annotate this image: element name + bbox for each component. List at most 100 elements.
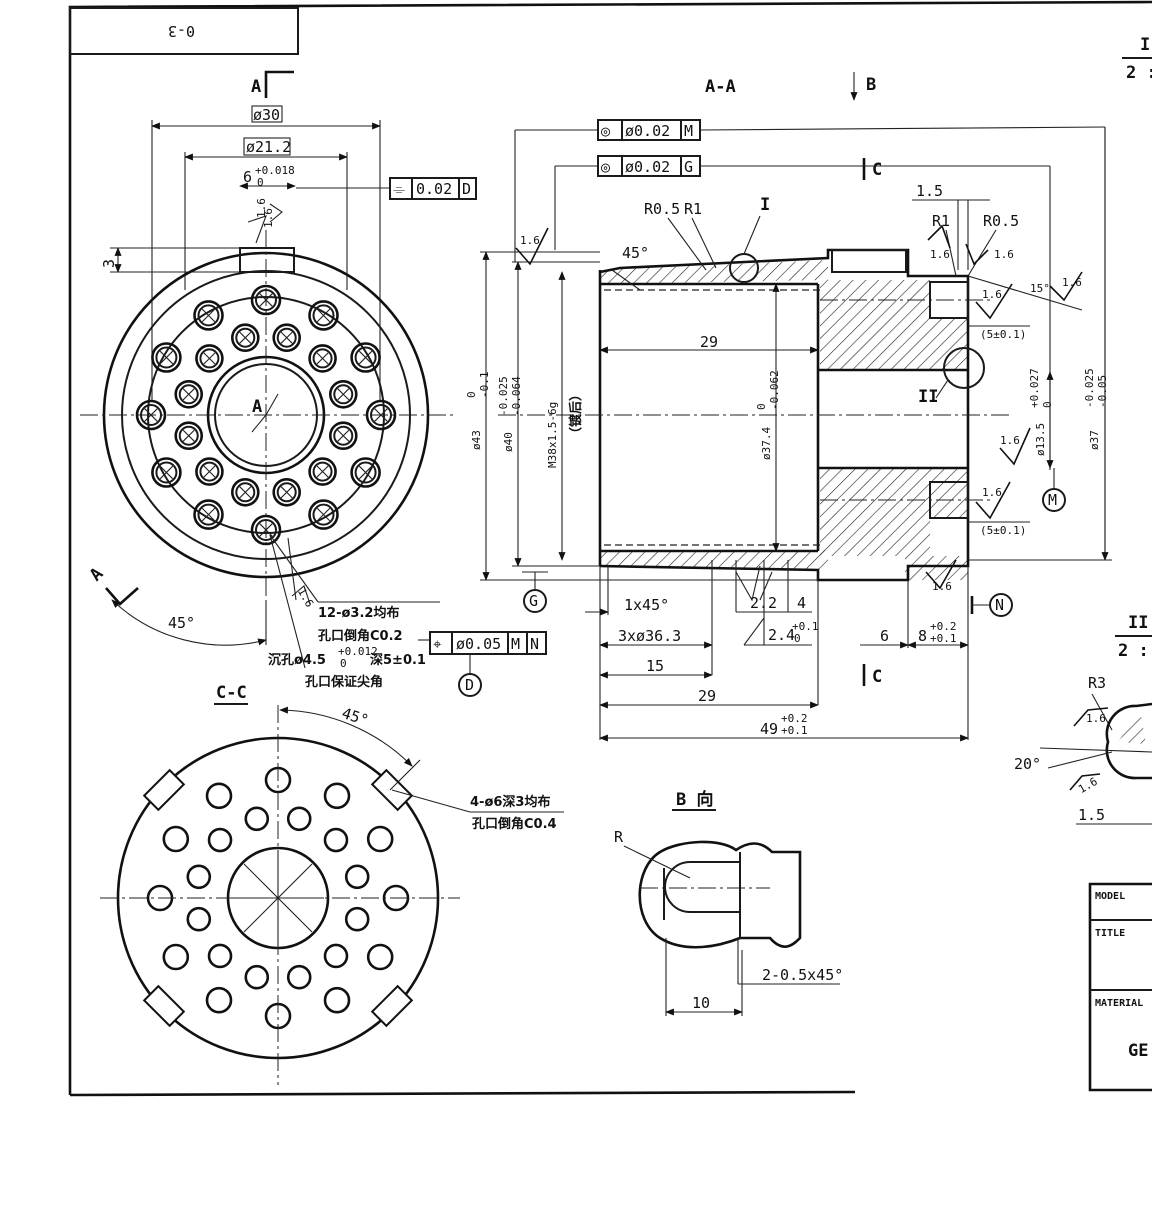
svg-text:1.6: 1.6: [1086, 712, 1106, 725]
svg-text:孔口倒角C0.2: 孔口倒角C0.2: [318, 628, 403, 644]
svg-text:6: 6: [880, 627, 889, 645]
svg-text:+0.018: +0.018: [255, 164, 295, 177]
hole-icon: [193, 499, 224, 530]
hole-icon: [308, 344, 337, 373]
svg-text:3xø36.3: 3xø36.3: [618, 627, 681, 645]
svg-text:29: 29: [700, 333, 718, 351]
svg-text:深5±0.1: 深5±0.1: [370, 652, 426, 668]
svg-text:◎: ◎: [601, 158, 610, 176]
cc-hole-icon: [244, 964, 270, 990]
cc-hole-icon: [162, 825, 190, 853]
hole-icon: [308, 457, 337, 486]
svg-text:1.6: 1.6: [520, 234, 540, 247]
hole-icon: [230, 477, 260, 507]
svg-text:(5±0.1): (5±0.1): [980, 328, 1026, 341]
svg-text:0: 0: [340, 657, 347, 670]
svg-text:ø0.02: ø0.02: [625, 158, 670, 176]
cc-hole-icon: [207, 943, 233, 969]
svg-text:2 :: 2 :: [1126, 63, 1152, 83]
svg-text:孔口保证尖角: 孔口保证尖角: [305, 674, 383, 690]
cc-hole-icon: [323, 986, 351, 1014]
cc-hole-icon: [207, 827, 233, 853]
svg-text:2.4: 2.4: [768, 626, 795, 644]
cc-hole-icon: [286, 964, 312, 990]
svg-text:0: 0: [1041, 401, 1054, 408]
svg-text:R3: R3: [1088, 674, 1106, 692]
svg-text:29: 29: [698, 687, 716, 705]
svg-text:0: 0: [257, 176, 264, 189]
svg-text:ø37: ø37: [1088, 430, 1101, 450]
svg-text:2 : 1: 2 : 1: [1118, 641, 1152, 661]
section-aa: A-A B C C ◎ ø0.02 M ◎ ø0.02 G: [465, 72, 1112, 742]
svg-text:-0.05: -0.05: [1096, 375, 1109, 408]
hole-icon: [308, 499, 339, 530]
svg-text:ø21.2: ø21.2: [246, 138, 291, 156]
svg-text:M: M: [684, 122, 693, 140]
cc-hole-icon: [286, 806, 312, 832]
svg-text:-0.1: -0.1: [478, 372, 491, 399]
svg-text:1.5: 1.5: [1078, 806, 1105, 824]
svg-text:45°: 45°: [168, 614, 195, 632]
cc-hole-icon: [344, 906, 370, 932]
hole-icon: [328, 421, 358, 451]
svg-text:+0.1: +0.1: [930, 632, 957, 645]
cc-hole-icon: [205, 782, 233, 810]
svg-text:1.6: 1.6: [982, 486, 1002, 499]
svg-text:I: I: [1140, 35, 1150, 55]
svg-text:1.6: 1.6: [930, 248, 950, 261]
svg-text:0: 0: [794, 632, 801, 645]
svg-text:15: 15: [646, 657, 664, 675]
svg-text:MATERIAL: MATERIAL: [1095, 998, 1143, 1009]
hole-icon: [350, 342, 381, 373]
svg-text:ø37.4: ø37.4: [760, 427, 773, 460]
view-b: B 向 R 2-0.5x45° 10: [614, 789, 843, 1016]
svg-text:II: II: [1128, 613, 1148, 633]
svg-text:ø13.5: ø13.5: [1034, 423, 1047, 456]
svg-text:4: 4: [797, 594, 806, 612]
svg-text:D: D: [462, 180, 471, 198]
svg-text:1.6: 1.6: [932, 580, 952, 593]
hole-icon: [328, 379, 358, 409]
hole-icon: [195, 344, 224, 373]
hole-icon: [135, 399, 167, 431]
hole-icon: [272, 323, 302, 353]
svg-text:45°: 45°: [622, 244, 649, 262]
svg-text:12-ø3.2均布: 12-ø3.2均布: [318, 605, 399, 621]
svg-text:1x45°: 1x45°: [624, 596, 669, 614]
svg-text:N: N: [530, 635, 539, 653]
svg-text:+0.2: +0.2: [781, 712, 808, 725]
hole-icon: [174, 421, 204, 451]
svg-text:II: II: [918, 387, 938, 407]
svg-text:1.5: 1.5: [916, 182, 943, 200]
hole-icon: [151, 342, 182, 373]
hole-icon: [195, 457, 224, 486]
cc-hole-icon: [162, 943, 190, 971]
svg-text:A: A: [252, 397, 262, 417]
svg-text:D: D: [465, 676, 474, 694]
title-block: MODEL TITLE MATERIAL GE: [1088, 882, 1152, 1092]
svg-text:ø0.05: ø0.05: [456, 635, 501, 653]
svg-text:G: G: [684, 158, 693, 176]
cc-hole-icon: [366, 825, 394, 853]
svg-text:1.6: 1.6: [1062, 276, 1082, 289]
svg-text:C: C: [872, 160, 882, 180]
svg-text:20°: 20°: [1014, 755, 1041, 773]
dim-d43: ø43: [470, 430, 483, 450]
svg-text:1.6: 1.6: [1000, 434, 1020, 447]
svg-text:A: A: [251, 77, 261, 97]
svg-text:2.2: 2.2: [750, 594, 777, 612]
cc-hole-icon: [323, 782, 351, 810]
svg-text:ø40: ø40: [502, 432, 515, 452]
svg-text:M38x1.5-6g: M38x1.5-6g: [546, 402, 559, 468]
front-hole-pattern: [135, 284, 397, 546]
svg-text:⌯: ⌯: [393, 180, 405, 198]
hole-icon: [250, 514, 282, 546]
svg-text:TITLE: TITLE: [1095, 928, 1125, 939]
svg-text:+0.1: +0.1: [792, 620, 819, 633]
svg-text:+0.027: +0.027: [1028, 368, 1041, 408]
svg-text:(5±0.1): (5±0.1): [980, 524, 1026, 537]
svg-text:10: 10: [692, 994, 710, 1012]
svg-text:45°: 45°: [340, 704, 371, 729]
cc-hole-icon: [186, 864, 212, 890]
